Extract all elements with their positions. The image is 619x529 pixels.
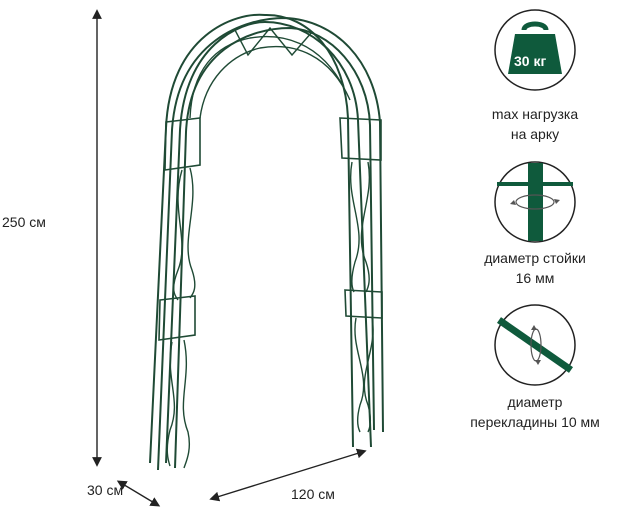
arch-frame	[149, 13, 384, 471]
width-label: 120 см	[291, 486, 335, 502]
bar-caption: диаметр перекладины 10 мм	[455, 392, 615, 432]
post-rotation-icon	[494, 161, 576, 243]
load-caption-line2: на арку	[510, 126, 560, 142]
post-caption: диаметр стойки 16 мм	[465, 248, 605, 288]
post-caption-line2: 16 мм	[515, 270, 555, 286]
load-caption-line1: max нагрузка	[491, 106, 579, 122]
height-label: 250 см	[2, 214, 46, 230]
width-dimension-arrow	[209, 448, 367, 502]
bar-caption-line2: перекладины 10 мм	[470, 414, 600, 430]
load-caption: max нагрузка на арку	[465, 104, 605, 144]
depth-label: 30 см	[87, 482, 124, 498]
crossbar-rotation-icon	[494, 304, 576, 386]
weight-icon	[494, 9, 576, 91]
post-caption-line1: диаметр стойки	[484, 250, 586, 266]
load-badge: 30 кг	[514, 53, 547, 69]
depth-dimension-arrow	[116, 480, 161, 507]
bar-caption-line1: диаметр	[507, 394, 563, 410]
